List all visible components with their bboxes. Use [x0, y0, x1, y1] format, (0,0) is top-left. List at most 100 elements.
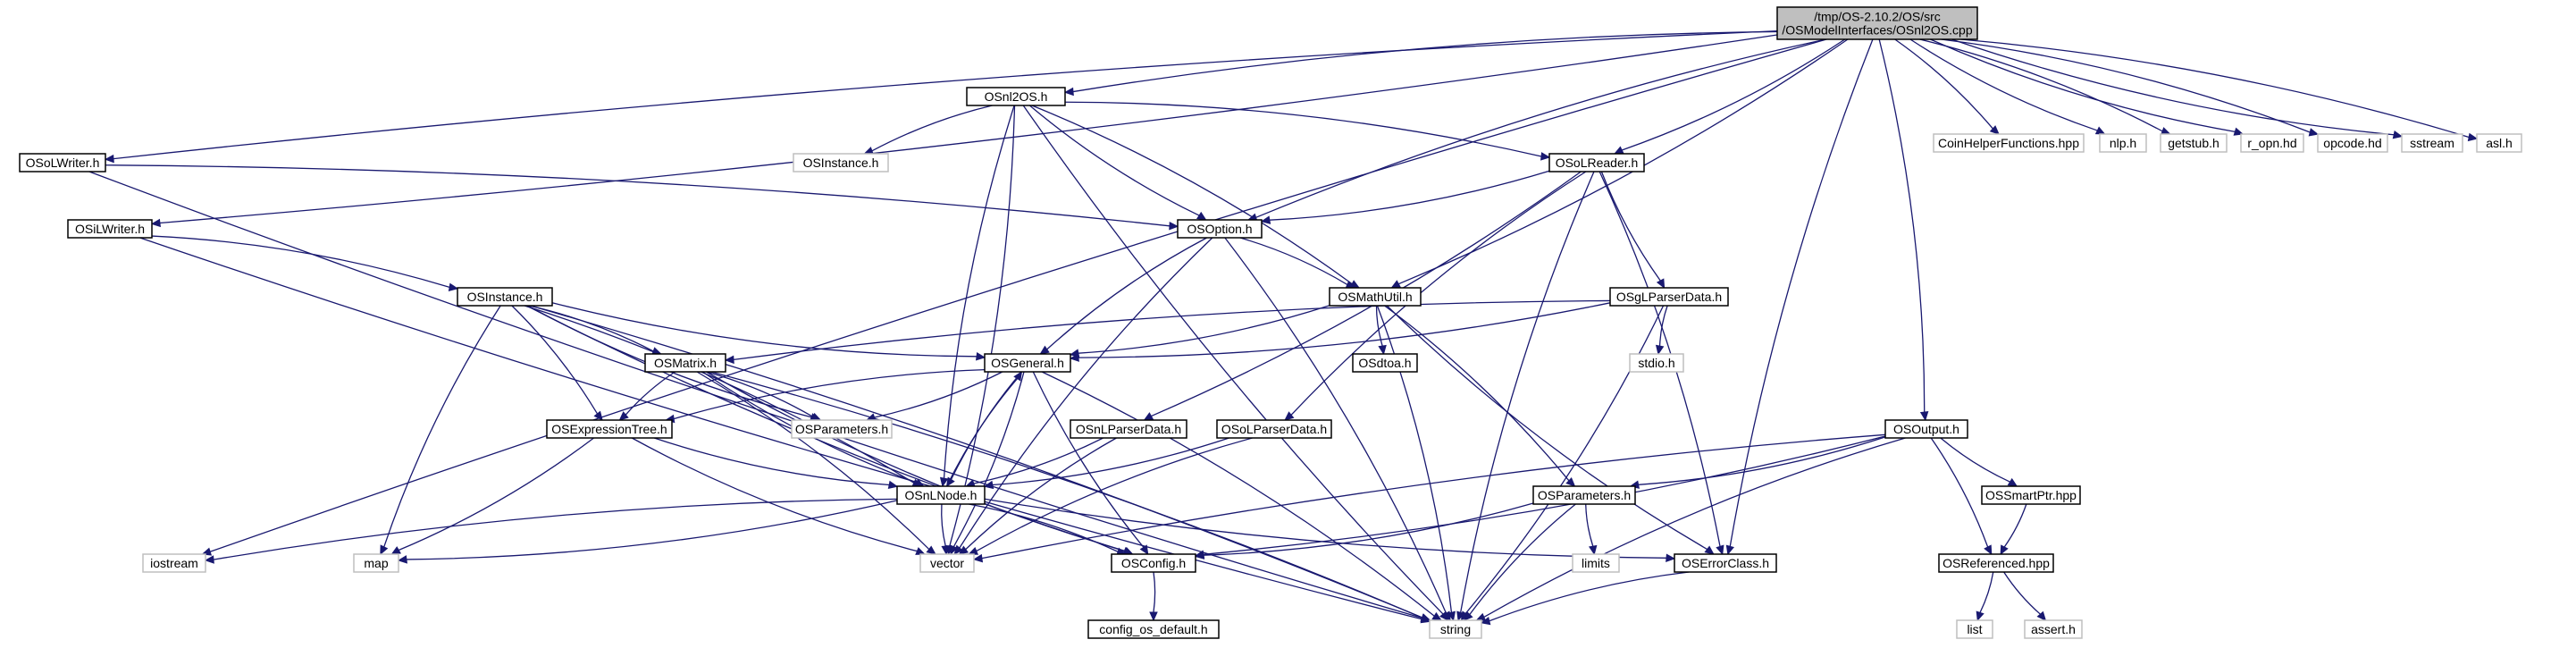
node-OSParameters_h_ext: OSParameters.h [791, 419, 893, 439]
node-OSReferenced_hpp[interactable]: OSReferenced.hpp [1938, 553, 2054, 573]
edge-OSOutput_h-to-vector [972, 433, 1886, 563]
edge-OSGeneral_h-to-OSConfig_h [1032, 371, 1149, 556]
edge-line [950, 371, 1022, 480]
node-label: OSgLParserData.h [1616, 290, 1722, 304]
edge-line [113, 29, 1778, 160]
edge-line [1375, 305, 1383, 347]
edge-OSgLParserData_h-to-OSGeneral_h [1069, 302, 1611, 362]
node-box [353, 553, 399, 573]
edge-root-to-OSOption_h [1246, 38, 1826, 222]
node-config_os_default_h[interactable]: config_os_default.h [1087, 619, 1220, 639]
edge-line [673, 368, 986, 420]
edge-root-to-opcode_hd [1941, 38, 2320, 137]
edge-OSnl2OS_h-to-OSoLReader_h [1064, 101, 1551, 161]
edge-line [706, 371, 814, 418]
edge-root-to-getstub_h [1919, 38, 2171, 136]
edge-line [696, 371, 930, 550]
edge-line [965, 437, 1117, 551]
node-OSSmartPtr_hpp[interactable]: OSSmartPtr.hpp [1981, 485, 2081, 505]
node-OSOption_h[interactable]: OSOption.h [1177, 219, 1263, 239]
edge-line [1203, 502, 1534, 556]
node-label: opcode.hd [2323, 136, 2381, 150]
arrowhead [201, 547, 213, 556]
node-label: vector [930, 556, 964, 570]
node-OSMathUtil_h[interactable]: OSMathUtil.h [1329, 287, 1422, 307]
node-label: stdio.h [1638, 356, 1674, 370]
edge-line [406, 500, 898, 560]
node-label: sstream [2410, 136, 2454, 150]
node-box [1070, 419, 1187, 439]
node-label: OSParameters.h [1538, 488, 1631, 502]
edge-OSMathUtil_h-to-string [1376, 305, 1456, 622]
arrowhead [150, 218, 161, 228]
arrowhead [968, 546, 978, 555]
edge-line [943, 105, 1015, 479]
edge-line [874, 371, 1003, 418]
arrowhead [1194, 551, 1205, 560]
edge-OSMatrix_h-to-string [710, 371, 1431, 622]
node-OSnLNode_h[interactable]: OSnLNode.h [896, 485, 986, 505]
edge-root-to-sstream [1951, 38, 2404, 139]
edge-OSExpressionTree_h-to-OSnLNode_h [653, 437, 899, 490]
arrowhead [2467, 132, 2479, 142]
node-OSInstance_h[interactable]: OSInstance.h [457, 287, 553, 307]
edge-line [1459, 171, 1595, 613]
arrowhead [724, 355, 734, 365]
node-OSgLParserData_h[interactable]: OSgLParserData.h [1609, 287, 1729, 307]
node-OSExpressionTree_h[interactable]: OSExpressionTree.h [546, 419, 673, 439]
edge-line [969, 503, 1119, 552]
node-OSoLWriter_h[interactable]: OSoLWriter.h [19, 153, 106, 173]
arrowhead [2036, 610, 2047, 621]
edge-root-to-OSErrorClass_h [1725, 38, 1874, 556]
node-label: config_os_default.h [1099, 622, 1207, 636]
node-label: OSExpressionTree.h [551, 422, 667, 436]
edge-line [1464, 305, 1665, 614]
edge-OSGeneral_h-to-OSParameters_h_ext [865, 371, 1003, 422]
node-OSOutput_h[interactable]: OSOutput.h [1884, 419, 1968, 439]
edge-line [1960, 38, 2470, 139]
node-OSnLParserData_h[interactable]: OSnLParserData.h [1070, 419, 1187, 439]
arrowhead [1063, 87, 1074, 97]
edge-OSReferenced_hpp-to-assert_h [2003, 571, 2047, 621]
edge-line [159, 34, 1778, 224]
edge-OSoLReader_h-to-OSOption_h [1260, 170, 1550, 224]
edge-line [1384, 305, 1570, 482]
edge-OSOutput_h-to-OSParameters_h [1629, 436, 1886, 489]
arrowhead [1540, 152, 1551, 161]
edge-line [1483, 437, 1906, 619]
edge-root-to-OSOutput_h [1878, 38, 1929, 422]
edge-OSnLNode_h-to-vector [941, 503, 950, 556]
node-OSoLReader_h[interactable]: OSoLReader.h [1548, 153, 1645, 173]
node-box [1087, 619, 1220, 639]
node-root[interactable]: /tmp/OS-2.10.2/OS/src/OSModelInterfaces/… [1776, 6, 1978, 40]
node-box [919, 553, 975, 573]
node-label: OSdtoa.h [1358, 356, 1411, 370]
node-label: getstub.h [2168, 136, 2219, 150]
node-OSGeneral_h[interactable]: OSGeneral.h [984, 353, 1071, 373]
node-label: limits [1582, 556, 1610, 570]
node-OSdtoa_h[interactable]: OSdtoa.h [1352, 353, 1418, 373]
node-OSMatrix_h[interactable]: OSMatrix.h [644, 353, 726, 373]
arrowhead [972, 553, 984, 563]
node-OSiLWriter_h[interactable]: OSiLWriter.h [67, 219, 153, 239]
edge-OSInstance_h-to-map [380, 305, 501, 556]
node-box [1177, 219, 1263, 239]
node-limits: limits [1572, 553, 1620, 573]
node-OSErrorClass_h[interactable]: OSErrorClass.h [1674, 553, 1777, 573]
arrowhead [1704, 545, 1715, 555]
node-label: OSErrorClass.h [1682, 556, 1769, 570]
edge-root-to-nlp_h [1909, 38, 2106, 135]
edge-line [1585, 503, 1594, 547]
edge-OSMathUtil_h-to-OSParameters_h [1384, 305, 1576, 487]
node-box [984, 353, 1071, 373]
node-layer: /tmp/OS-2.10.2/OS/src/OSModelInterfaces/… [19, 6, 2522, 639]
node-box [2476, 133, 2522, 153]
node-OSnl2OS_h[interactable]: OSnl2OS.h [966, 87, 1066, 106]
node-box [1609, 287, 1729, 307]
node-vector: vector [919, 553, 975, 573]
node-OSConfig_h[interactable]: OSConfig.h [1111, 553, 1196, 573]
node-label: /tmp/OS-2.10.2/OS/src [1814, 10, 1941, 24]
arrowhead [1390, 280, 1401, 289]
node-OSoLParserData_h[interactable]: OSoLParserData.h [1216, 419, 1332, 439]
node-OSParameters_h[interactable]: OSParameters.h [1532, 485, 1636, 505]
